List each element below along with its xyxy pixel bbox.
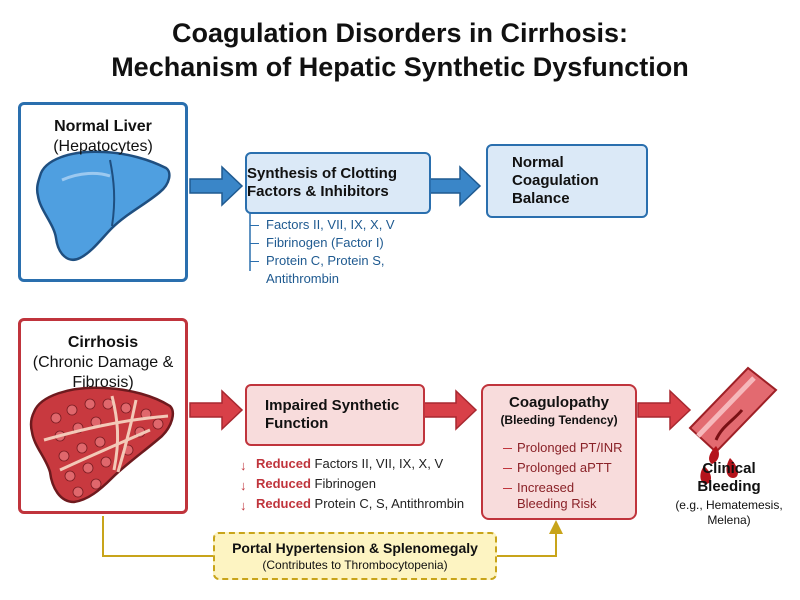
list-item: Prolonged PT/INR xyxy=(503,440,623,456)
list-item: Factors II, VII, IX, X, V xyxy=(250,216,426,234)
arrow-normal-to-synthesis xyxy=(189,165,244,207)
normal-liver-title: Normal Liver xyxy=(54,118,152,135)
clinical-bleeding-label: Clinical Bleeding (e.g., Hematemesis, Me… xyxy=(664,460,794,528)
reduced-keyword: Reduced xyxy=(256,476,311,491)
arrow-synthesis-to-balance xyxy=(427,165,482,207)
normal-liver-subtitle: (Hepatocytes) xyxy=(53,138,153,155)
cirrhosis-subtitle: (Chronic Damage & Fibrosis) xyxy=(32,354,174,391)
coagulopathy-subtitle: (Bleeding Tendency) xyxy=(500,413,618,427)
normal-liver-box: Normal Liver (Hepatocytes) xyxy=(18,102,188,282)
list-item: Protein C, Protein S, Antithrombin xyxy=(250,252,426,288)
normal-balance-label: Normal Coagulation Balance xyxy=(512,154,599,207)
reduced-item-text: Factors II, VII, IX, X, V xyxy=(314,456,444,471)
list-item: Increased Bleeding Risk xyxy=(503,480,617,512)
down-arrow-icon: ↓ xyxy=(240,458,247,473)
cirrhosis-box: Cirrhosis (Chronic Damage & Fibrosis) xyxy=(18,318,188,514)
reduced-keyword: Reduced xyxy=(256,496,311,511)
portal-arrowhead xyxy=(549,520,563,534)
coagulopathy-list: Prolonged PT/INR Prolonged aPTT Increase… xyxy=(503,440,623,516)
synthesis-box: Synthesis of Clotting Factors & Inhibito… xyxy=(245,152,431,214)
diagram-title-line1: Coagulation Disorders in Cirrhosis: xyxy=(171,18,629,48)
portal-hypertension-box: Portal Hypertension & Splenomegaly (Cont… xyxy=(213,532,497,580)
coagulopathy-title: Coagulopathy xyxy=(509,394,609,411)
synthesis-label: Synthesis of Clotting Factors & Inhibito… xyxy=(247,165,397,200)
down-arrow-icon: ↓ xyxy=(240,478,247,493)
arrow-impaired-to-coagulopathy xyxy=(423,389,478,431)
reduced-item-text: Fibrinogen xyxy=(314,476,376,491)
synthesis-list: Factors II, VII, IX, X, V Fibrinogen (Fa… xyxy=(250,216,426,288)
bleeding-vessel-icon xyxy=(688,366,778,484)
diagram-title-line2: Mechanism of Hepatic Synthetic Dysfuncti… xyxy=(111,52,689,82)
list-item: Prolonged aPTT xyxy=(503,460,623,476)
arrow-coagulopathy-to-bleeding xyxy=(637,389,692,431)
clinical-bleeding-subtitle: (e.g., Hematemesis, Melena) xyxy=(675,498,783,527)
cirrhosis-title: Cirrhosis xyxy=(67,334,139,351)
normal-liver-icon xyxy=(35,150,171,261)
portal-connector xyxy=(102,516,557,557)
portal-subtitle: (Contributes to Thrombocytopenia) xyxy=(262,558,448,572)
cirrhotic-liver-icon xyxy=(29,386,174,504)
coagulopathy-box: Coagulopathy (Bleeding Tendency) Prolong… xyxy=(481,384,637,520)
down-arrow-icon: ↓ xyxy=(240,498,247,513)
normal-balance-box: Normal Coagulation Balance xyxy=(486,144,648,218)
reduced-item-text: Protein C, S, Antithrombin xyxy=(314,496,465,511)
list-item: Fibrinogen (Factor I) xyxy=(250,234,426,252)
list-item: ↓ Reduced Fibrinogen xyxy=(238,474,464,494)
list-item: ↓ Reduced Factors II, VII, IX, X, V xyxy=(238,454,464,474)
clinical-bleeding-title: Clinical Bleeding xyxy=(697,460,761,495)
impaired-label: Impaired Synthetic Function xyxy=(265,397,400,432)
reduced-keyword: Reduced xyxy=(256,456,311,471)
portal-title: Portal Hypertension & Splenomegaly xyxy=(232,540,478,556)
impaired-list: ↓ Reduced Factors II, VII, IX, X, V ↓ Re… xyxy=(238,454,464,514)
list-item: ↓ Reduced Protein C, S, Antithrombin xyxy=(238,494,464,514)
impaired-function-box: Impaired Synthetic Function xyxy=(245,384,425,446)
arrow-cirrhosis-to-impaired xyxy=(189,389,244,431)
